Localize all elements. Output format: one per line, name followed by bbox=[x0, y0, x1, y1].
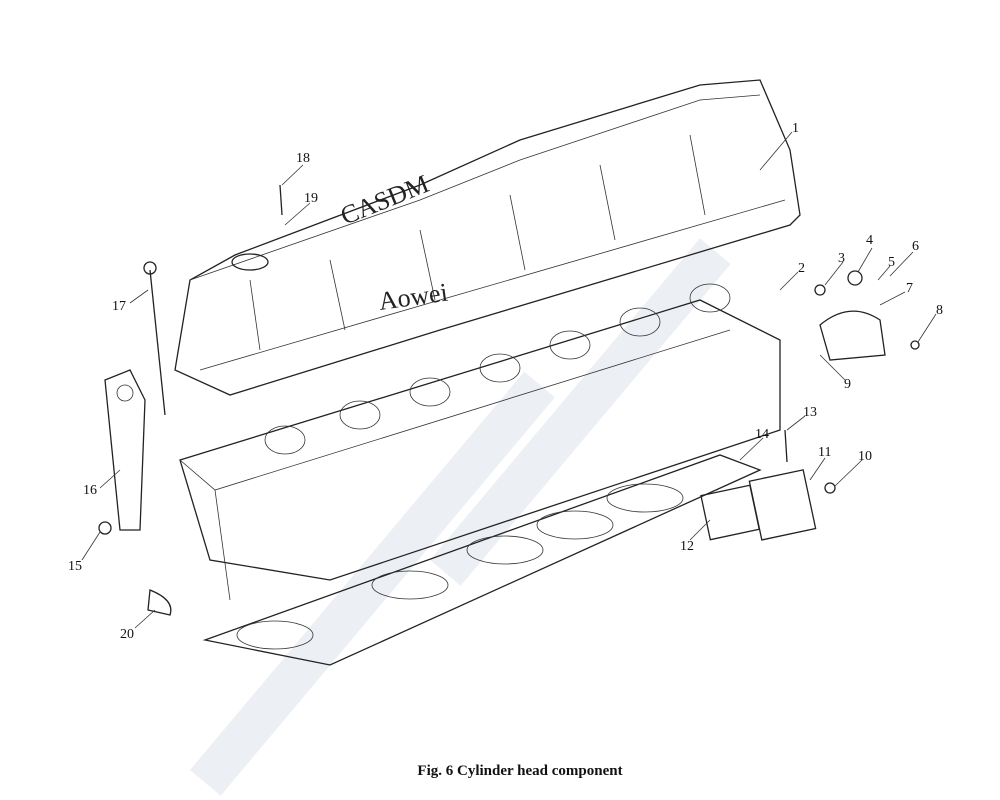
cylinder-head bbox=[179, 283, 781, 601]
callout-16: 16 bbox=[83, 483, 97, 498]
callout-9: 9 bbox=[844, 377, 851, 392]
watermark-text: Aowei bbox=[377, 278, 450, 316]
callout-13: 13 bbox=[803, 405, 817, 420]
valve-cover: CASDM bbox=[174, 79, 801, 396]
diagonal-watermark bbox=[190, 238, 731, 796]
callout-2: 2 bbox=[798, 261, 805, 276]
callout-11: 11 bbox=[818, 445, 831, 460]
callout-18: 18 bbox=[296, 151, 310, 166]
callout-14: 14 bbox=[755, 427, 769, 442]
callout-12: 12 bbox=[680, 539, 694, 554]
cover-logo: CASDM bbox=[336, 169, 433, 231]
callout-3: 3 bbox=[838, 251, 845, 266]
figure-caption: Fig. 6 Cylinder head component bbox=[417, 763, 623, 779]
callout-10: 10 bbox=[858, 449, 872, 464]
callout-6: 6 bbox=[912, 239, 919, 254]
callouts: 1 2 3 4 5 6 7 8 9 10 11 12 13 14 15 16 1… bbox=[68, 121, 943, 642]
callout-7: 7 bbox=[906, 281, 913, 296]
callout-17: 17 bbox=[112, 299, 126, 314]
callout-1: 1 bbox=[792, 121, 799, 136]
callout-5: 5 bbox=[888, 255, 895, 270]
callout-15: 15 bbox=[68, 559, 82, 574]
callout-19: 19 bbox=[304, 191, 318, 206]
callout-20: 20 bbox=[120, 627, 134, 642]
callout-8: 8 bbox=[936, 303, 943, 318]
head-gasket bbox=[202, 454, 762, 666]
callout-4: 4 bbox=[866, 233, 873, 248]
small-parts bbox=[98, 184, 920, 616]
